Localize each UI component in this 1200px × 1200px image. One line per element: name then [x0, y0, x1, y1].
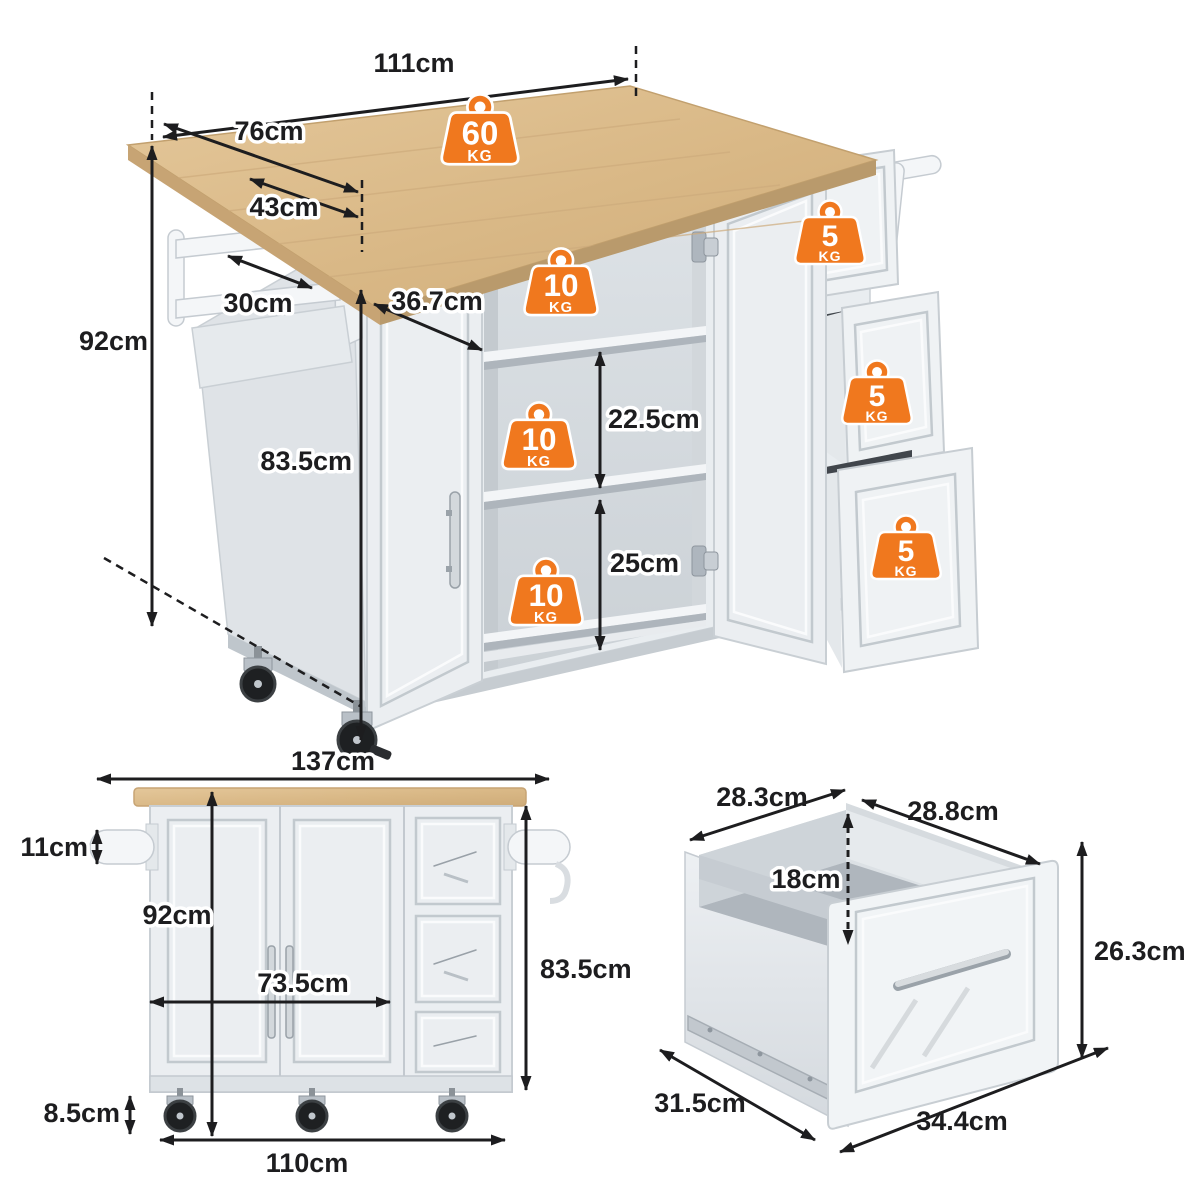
- front-door-handles: [267, 945, 294, 1039]
- dim-leaf-depth-label: 43cm: [249, 192, 318, 222]
- dim-leaf-depth-arrow: [249, 177, 359, 219]
- dim-top-depth-label: 76cm: [234, 116, 303, 146]
- badge-drawer-middle: 5 KG: [841, 359, 913, 426]
- dim-rack-width-label: 30cm: [223, 288, 292, 318]
- badge-top-capacity: 60 KG: [440, 92, 520, 166]
- dim-door-width-arrow: [373, 302, 483, 352]
- dim-inner-height-label: 18cm: [771, 864, 840, 894]
- front-caster-1: [163, 1088, 197, 1133]
- front-view-dimensions: 137cm 11cm 92cm 73.5cm 83.5cm 8.5cm 110c…: [17, 743, 635, 1182]
- badge-value: 10: [521, 421, 556, 457]
- front-view: 137cm 11cm 92cm 73.5cm 83.5cm 8.5cm 110c…: [17, 743, 635, 1182]
- dim-overall-width-label: 137cm: [291, 746, 375, 776]
- badge-unit: KG: [866, 408, 889, 424]
- dim-side-depth-arrow: [659, 1048, 816, 1142]
- badge-value: 60: [462, 114, 499, 151]
- dim-door-width-label: 36.7cm: [391, 286, 483, 316]
- front-towel-bar-right: [503, 823, 571, 904]
- main-view-dimensions: 111cm 76cm 43cm 30cm 92cm 83.5cm 36.7cm …: [75, 45, 703, 741]
- dim-front-height-label: 26.3cm: [1094, 936, 1186, 966]
- dim-base-width-label: 110cm: [266, 1148, 349, 1178]
- badge-drawer-top: 5 KG: [794, 199, 866, 266]
- door-hinge-bottom: [691, 545, 719, 577]
- dim-rack-height-label: 11cm: [20, 832, 88, 862]
- dim-inner-depth-arrow: [861, 798, 1041, 866]
- badge-value: 5: [898, 535, 915, 568]
- dim-shelf-lower-label: 25cm: [610, 548, 679, 578]
- front-body: [149, 805, 513, 1093]
- badge-shelf-top: 10 KG: [523, 247, 599, 317]
- dim-caster-height-label: 8.5cm: [43, 1098, 120, 1128]
- dim-front-width-label: 34.4cm: [916, 1106, 1008, 1136]
- door-handle: [446, 491, 461, 589]
- drawer-front-panel: [827, 859, 1059, 1130]
- dim-doors-width-label: 73.5cm: [257, 968, 349, 998]
- front-drawer-3: [414, 1010, 502, 1074]
- badge-value: 5: [822, 220, 839, 253]
- badge-drawer-bottom: 5 KG: [870, 514, 942, 581]
- front-base: [149, 1075, 513, 1093]
- dim-shelf-upper-label: 22.5cm: [608, 404, 700, 434]
- badge-value: 10: [528, 577, 563, 613]
- badge-unit: KG: [534, 610, 558, 626]
- dim-total-height-label: 92cm: [79, 326, 148, 356]
- door-hinge-top: [691, 231, 719, 263]
- drawer-view-dimensions: 28.3cm 28.8cm 18cm 26.3cm 31.5cm 34.4cm: [651, 779, 1189, 1154]
- front-caster-3: [435, 1088, 469, 1133]
- badge-value: 5: [869, 380, 886, 413]
- front-caster-2: [295, 1088, 329, 1133]
- front-right-door: [292, 818, 392, 1064]
- badge-unit: KG: [549, 300, 573, 316]
- dim-rack-width-arrow: [227, 254, 313, 290]
- front-drawer-1: [414, 816, 502, 906]
- dim-top-length-label: 111cm: [373, 48, 454, 78]
- main-3d-view: 111cm 76cm 43cm 30cm 92cm 83.5cm 36.7cm …: [75, 45, 980, 761]
- badge-shelf-bottom: 10 KG: [508, 557, 584, 627]
- dim-front-cabinet-height-label: 83.5cm: [540, 954, 632, 984]
- badge-unit: KG: [819, 248, 842, 264]
- dim-front-width-arrow: [839, 1046, 1109, 1154]
- dim-front-height-label: 92cm: [142, 900, 211, 930]
- front-drawer-2: [414, 914, 502, 1004]
- caster-left: [239, 646, 277, 703]
- front-towel-bar-left: [89, 823, 159, 871]
- badge-unit: KG: [527, 454, 551, 470]
- front-wood-top: [133, 787, 527, 807]
- badge-unit: KG: [895, 563, 918, 579]
- badge-unit: KG: [467, 148, 492, 165]
- dim-cabinet-height-label: 83.5cm: [260, 446, 352, 476]
- badge-shelf-middle: 10 KG: [501, 401, 577, 471]
- dim-inner-width-arrow: [689, 788, 846, 842]
- drawer-detail-view: 28.3cm 28.8cm 18cm 26.3cm 31.5cm 34.4cm: [651, 779, 1189, 1154]
- badge-value: 10: [543, 267, 578, 303]
